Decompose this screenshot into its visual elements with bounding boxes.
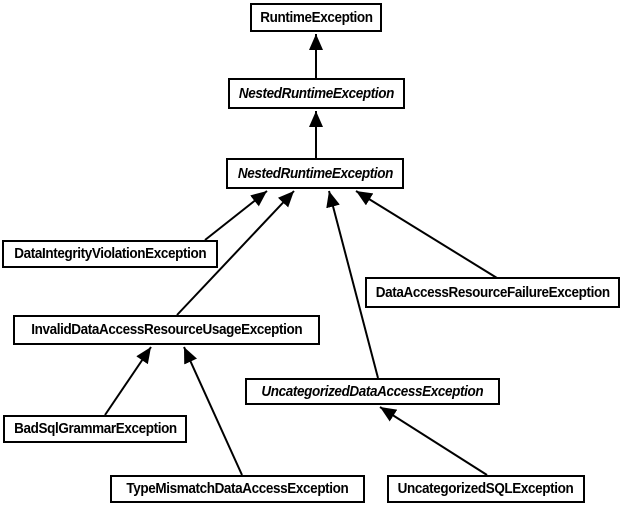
class-box-uncategorized-data-access-exception: UncategorizedDataAccessException xyxy=(245,378,500,405)
class-label: NestedRuntimeException xyxy=(238,85,395,102)
inheritance-arrow-typemismatch-to-invalidusage xyxy=(183,346,243,476)
class-label: RuntimeException xyxy=(259,9,373,26)
inheritance-arrow-resourcefailure-to-nested2 xyxy=(355,190,498,279)
class-box-nested-runtime-exception-lower: NestedRuntimeException xyxy=(226,158,404,189)
inheritance-arrow-badsql-to-invalidusage xyxy=(104,346,152,416)
class-label: InvalidDataAccessResourceUsageException xyxy=(30,322,303,338)
class-label: UncategorizedDataAccessException xyxy=(261,383,484,400)
class-label: NestedRuntimeException xyxy=(237,165,393,182)
inheritance-arrow-invalidusage-to-nested2 xyxy=(176,190,295,316)
class-box-nested-runtime-exception-upper: NestedRuntimeException xyxy=(228,78,405,109)
class-box-runtime-exception: RuntimeException xyxy=(250,3,382,32)
class-box-uncategorized-sql-exception: UncategorizedSQLException xyxy=(387,475,585,503)
class-label: DataIntegrityViolationException xyxy=(13,246,207,262)
class-box-data-access-resource-failure-exception: DataAccessResourceFailureException xyxy=(365,277,620,308)
class-box-data-integrity-violation-exception: DataIntegrityViolationException xyxy=(2,240,218,268)
class-label: UncategorizedSQLException xyxy=(398,481,574,497)
inheritance-arrow-uncatdataaccess-to-nested2 xyxy=(326,190,379,379)
inheritance-arrow-dataintegrity-to-nested2 xyxy=(204,190,268,241)
class-box-invalid-data-access-resource-usage-exception: InvalidDataAccessResourceUsageException xyxy=(13,315,320,345)
inheritance-arrow-uncatsql-to-uncatdataaccess xyxy=(379,406,488,476)
class-label: DataAccessResourceFailureException xyxy=(375,284,610,301)
class-box-type-mismatch-data-access-exception: TypeMismatchDataAccessException xyxy=(110,475,365,503)
class-label: BadSqlGrammarException xyxy=(13,421,177,437)
class-box-bad-sql-grammar-exception: BadSqlGrammarException xyxy=(3,415,187,443)
class-label: TypeMismatchDataAccessException xyxy=(126,481,349,497)
